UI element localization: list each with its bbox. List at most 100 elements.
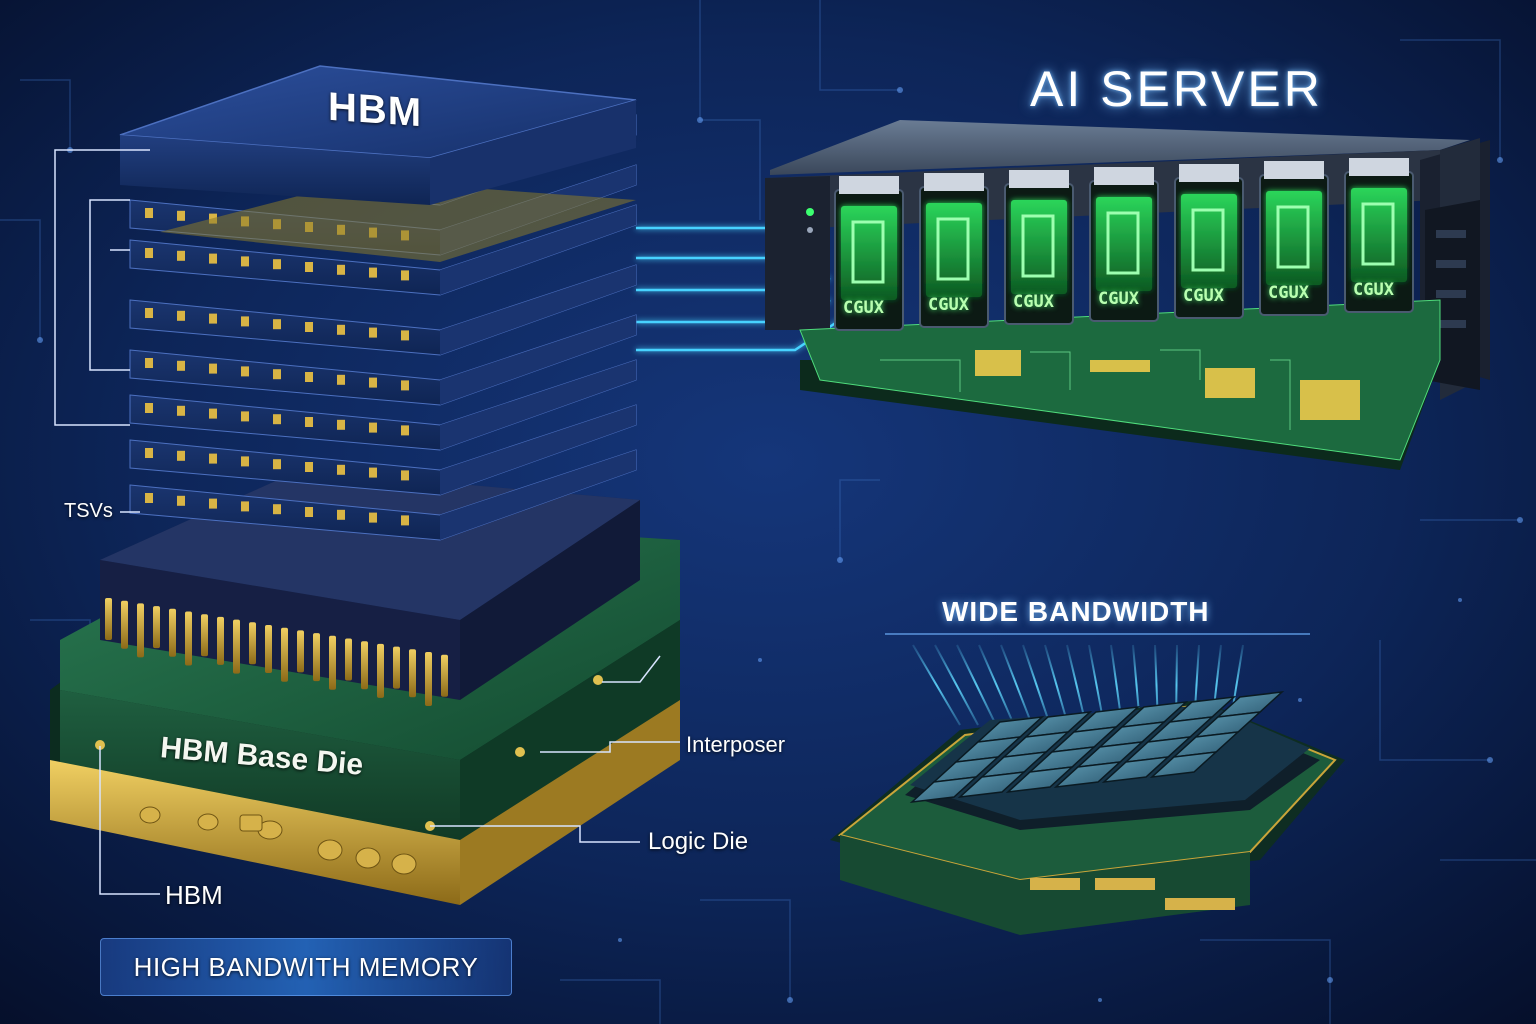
tsv-bump — [209, 498, 217, 509]
tsv-bump — [401, 380, 409, 391]
gpu-module — [1174, 164, 1244, 319]
gold-pin — [185, 611, 192, 666]
gold-pin — [169, 608, 176, 657]
tsv-bump — [241, 501, 249, 512]
memory-die — [129, 204, 637, 296]
tsv-bump — [305, 417, 313, 427]
tsv-bracket-lines — [54, 149, 150, 513]
tsv-bump — [337, 324, 345, 335]
tsv-bump — [401, 330, 409, 341]
tsv-bump — [241, 366, 249, 377]
gold-pin — [121, 600, 128, 649]
tsv-bump — [209, 453, 217, 464]
tsv-bump — [273, 369, 281, 380]
wide-bandwidth-beams — [904, 400, 1244, 726]
tsv-bump — [273, 319, 281, 330]
gpu-module — [834, 176, 904, 331]
tsv-bump — [369, 422, 377, 433]
gold-pin — [313, 633, 320, 682]
gold-pin — [393, 646, 400, 689]
gpu-module — [1259, 161, 1329, 316]
hbm-stack — [50, 65, 680, 905]
memory-chip-package — [830, 690, 1345, 935]
tsv-bump — [177, 310, 185, 321]
gold-pin — [441, 654, 448, 697]
gold-pin-array — [105, 598, 448, 706]
gpu-module-label: CGUX — [1353, 280, 1394, 300]
memory-die — [129, 359, 637, 451]
tsv-bump — [337, 264, 345, 275]
gold-pin — [233, 619, 240, 674]
tsv-bump — [145, 358, 153, 368]
wide-bandwidth-label: WIDE BANDWIDTH — [942, 596, 1210, 627]
gpu-module-row — [834, 158, 1414, 331]
tsv-bump — [241, 316, 249, 327]
tsv-bump — [401, 270, 409, 281]
tsv-bump — [241, 256, 249, 267]
gold-interposer-layer — [160, 180, 636, 262]
gold-pin — [137, 603, 144, 658]
tsv-bump — [369, 512, 377, 523]
bandwidth-beam — [1000, 644, 1033, 726]
tsv-bump — [305, 507, 313, 517]
chip-tile — [1053, 760, 1123, 789]
tsv-bump — [209, 363, 217, 374]
gold-pin — [105, 598, 112, 640]
gpu-module — [1344, 158, 1414, 313]
gpu-module — [1089, 167, 1159, 322]
ai-server-chassis — [765, 120, 1490, 470]
gold-pin — [377, 643, 384, 698]
tsv-bump — [241, 411, 249, 422]
gpu-module-label: CGUX — [843, 298, 884, 318]
gpu-module-label: CGUX — [1183, 286, 1224, 306]
tsv-bump — [145, 308, 153, 318]
tsv-bump — [209, 408, 217, 419]
memory-die — [129, 314, 637, 406]
bandwidth-beam — [1066, 644, 1087, 726]
tsv-bump — [177, 405, 185, 416]
tsv-bump — [145, 493, 153, 503]
logic-die-label: Logic Die — [648, 828, 749, 855]
tsv-bump — [145, 208, 153, 218]
gpu-module — [1004, 170, 1074, 325]
tsv-bump — [369, 327, 377, 338]
tsv-bump — [337, 509, 345, 520]
tsv-bump — [177, 450, 185, 461]
gpu-module-label: CGUX — [928, 295, 969, 315]
tsv-bump — [337, 464, 345, 475]
bandwidth-beam — [956, 644, 997, 726]
tsv-bump — [369, 467, 377, 478]
gold-pin — [153, 606, 160, 649]
gold-pin — [345, 638, 352, 681]
gold-pin — [249, 622, 256, 665]
gold-pin — [329, 635, 336, 690]
hbm-bottom-label: HBM — [165, 880, 223, 910]
bandwidth-beam — [912, 644, 961, 726]
tsv-bump — [305, 322, 313, 332]
gold-pin — [361, 641, 368, 690]
tsv-bump — [305, 462, 313, 472]
tsv-bump — [337, 419, 345, 430]
tsv-bump — [209, 313, 217, 324]
tsv-bump — [209, 253, 217, 264]
tsv-bump — [305, 262, 313, 272]
chip-tile — [1149, 750, 1219, 779]
tsv-bump — [369, 377, 377, 388]
memory-die — [129, 404, 637, 496]
memory-die — [129, 449, 637, 541]
tsv-bump — [273, 259, 281, 270]
bandwidth-beam — [1044, 644, 1069, 726]
chip-tile — [1005, 765, 1075, 794]
interposer-label: Interposer — [686, 732, 786, 757]
gpu-module-label: CGUX — [1098, 289, 1139, 309]
memory-die — [129, 264, 637, 356]
tsv-bump — [177, 210, 185, 221]
tsv-bump — [145, 448, 153, 458]
tsv-bump — [401, 515, 409, 526]
tsv-bump — [401, 470, 409, 481]
gold-pin — [217, 616, 224, 665]
high-bandwidth-memory-banner: HIGH BANDWITH MEMORY — [100, 938, 512, 996]
chip-tile — [909, 775, 979, 804]
gold-pin — [265, 625, 272, 673]
top-memory-die — [119, 65, 637, 205]
